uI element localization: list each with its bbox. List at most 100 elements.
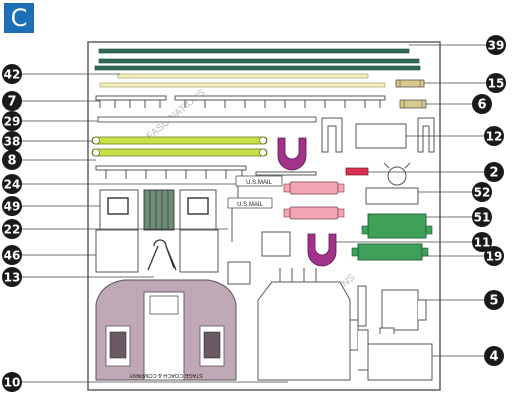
callout-5: 5: [484, 290, 504, 310]
part-callouts: 39 42 15 7 6 29 38 12 8 2 24 52 49 51 22 11 46 19 13 5 4 10: [2, 35, 506, 392]
callout-number: 46: [4, 249, 21, 263]
magenta-bracket-upper: [277, 137, 307, 171]
callout-13: 13: [2, 267, 22, 287]
callout-number: 22: [4, 223, 21, 237]
small-square: [227, 261, 251, 285]
callout-51: 51: [472, 207, 492, 227]
part-13-hook: [147, 239, 177, 271]
callout-circle: [472, 232, 492, 252]
part-10-coach: STAGE COACH & COMPANY: [95, 279, 237, 381]
part-5-box: [357, 285, 427, 331]
callout-number: 49: [4, 200, 21, 214]
callout-circle: [484, 162, 504, 182]
callout-8: 8: [2, 150, 22, 170]
white-coach-body: [257, 268, 359, 381]
part-7-railing: [95, 95, 386, 108]
part-38-lime-bars: [91, 136, 268, 157]
mail-sign-1-text: U.S.MAIL: [246, 180, 272, 186]
callout-circle: [2, 196, 22, 216]
callout-number: 15: [488, 77, 505, 91]
part-39-rails: [94, 48, 421, 71]
callout-circle: [2, 131, 22, 151]
coach-text: STAGE COACH & COMPANY: [129, 372, 203, 378]
callout-49: 49: [2, 196, 22, 216]
callout-circle: [484, 126, 504, 146]
part-15-lantern: [395, 79, 425, 88]
part-51-seat: [361, 213, 433, 239]
callout-number: 42: [4, 68, 21, 82]
callout-7: 7: [2, 91, 22, 111]
callout-number: 10: [4, 376, 21, 390]
callout-4: 4: [484, 346, 504, 366]
callout-number: 12: [486, 130, 503, 144]
callout-29: 29: [2, 111, 22, 131]
callout-22: 22: [2, 219, 22, 239]
callout-circle: [486, 73, 506, 93]
callout-number: 8: [7, 154, 16, 169]
callout-24: 24: [2, 174, 22, 194]
callout-number: 7: [7, 95, 16, 110]
callout-46: 46: [2, 245, 22, 265]
pink-cylinders: [283, 181, 345, 220]
callout-circle: [484, 290, 504, 310]
part-52-plate: [365, 187, 419, 205]
magenta-bracket-lower: [307, 233, 337, 267]
callout-number: 24: [4, 178, 21, 192]
part-19-seat: [351, 243, 429, 261]
callout-number: 51: [474, 211, 491, 225]
leader-lines: [22, 44, 486, 383]
part-46-panel: [95, 229, 139, 273]
callout-42: 42: [2, 64, 22, 84]
callout-circle: [484, 346, 504, 366]
callout-number: 52: [474, 186, 491, 200]
callout-number: 29: [4, 115, 21, 129]
callout-39: 39: [486, 35, 506, 55]
callout-circle: [472, 94, 492, 114]
small-box: [261, 231, 291, 257]
callout-10: 10: [2, 372, 22, 392]
callout-circle: [2, 111, 22, 131]
callout-circle: [2, 372, 22, 392]
callout-number: 11: [474, 236, 491, 250]
section-badge: C: [4, 3, 34, 33]
callout-circle: [2, 245, 22, 265]
callout-number: 38: [4, 135, 21, 149]
callout-circle: [484, 246, 504, 266]
callout-circle: [2, 219, 22, 239]
callout-15: 15: [486, 73, 506, 93]
mail-sign-2: U.S.MAIL: [227, 197, 273, 242]
callout-circle: [2, 150, 22, 170]
callout-number: 5: [489, 294, 498, 309]
callout-19: 19: [484, 246, 504, 266]
part-42-yellow-rail: [99, 73, 386, 88]
mail-sign-2-text: U.S.MAIL: [237, 202, 263, 208]
callout-6: 6: [472, 94, 492, 114]
part-2-red: [345, 162, 411, 186]
callout-circle: [472, 182, 492, 202]
callout-circle: [2, 174, 22, 194]
callout-circle: [2, 64, 22, 84]
callout-circle: [2, 91, 22, 111]
callout-circle: [2, 267, 22, 287]
part-12-brackets: [321, 117, 435, 153]
sprue-frame: [87, 41, 441, 391]
callout-number: 2: [489, 166, 498, 181]
callout-52: 52: [472, 182, 492, 202]
callout-12: 12: [484, 126, 504, 146]
callout-38: 38: [2, 131, 22, 151]
center-panel: [179, 229, 219, 273]
part-29-rail: [97, 116, 317, 123]
part-6-lantern: [399, 99, 427, 109]
callout-number: 19: [486, 250, 503, 264]
watermark-1: FASCINATIONS: [145, 87, 208, 142]
part-4-box: [358, 327, 433, 381]
callout-circle: [472, 207, 492, 227]
callout-number: 6: [477, 98, 486, 113]
callout-number: 4: [489, 350, 498, 365]
callout-number: 13: [4, 271, 21, 285]
callout-2: 2: [484, 162, 504, 182]
part-49-doors: [99, 189, 217, 231]
callout-11: 11: [472, 232, 492, 252]
